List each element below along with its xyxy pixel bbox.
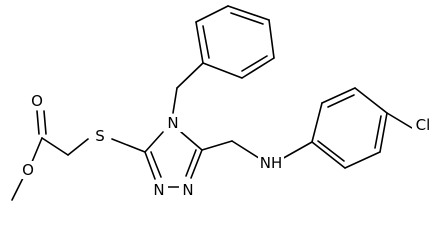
amine-nh-label: NH [260, 154, 283, 172]
ester-oxygen-label: O [22, 161, 34, 179]
structure-canvas: O O S N N N NH Cl [11, 5, 434, 201]
triazole-n1-label: N [153, 181, 164, 199]
chlorine-label: Cl [416, 116, 431, 134]
benzyl-ch2-bonds [172, 62, 204, 114]
carbonyl-oxygen-label: O [31, 92, 43, 110]
sulfur-label: S [95, 127, 105, 145]
triazole-n2-label: N [182, 181, 193, 199]
benzyl-ring [195, 5, 275, 79]
atom-labels: O O S N N N NH Cl [20, 92, 434, 199]
chlorophenyl-ring [311, 87, 413, 169]
triazole-ring [144, 131, 203, 188]
amine-side-chain [201, 140, 313, 161]
ester-side-chain [11, 110, 146, 201]
triazole-n4-label: N [167, 114, 178, 132]
molecule-diagram: O O S N N N NH Cl [11, 5, 434, 201]
